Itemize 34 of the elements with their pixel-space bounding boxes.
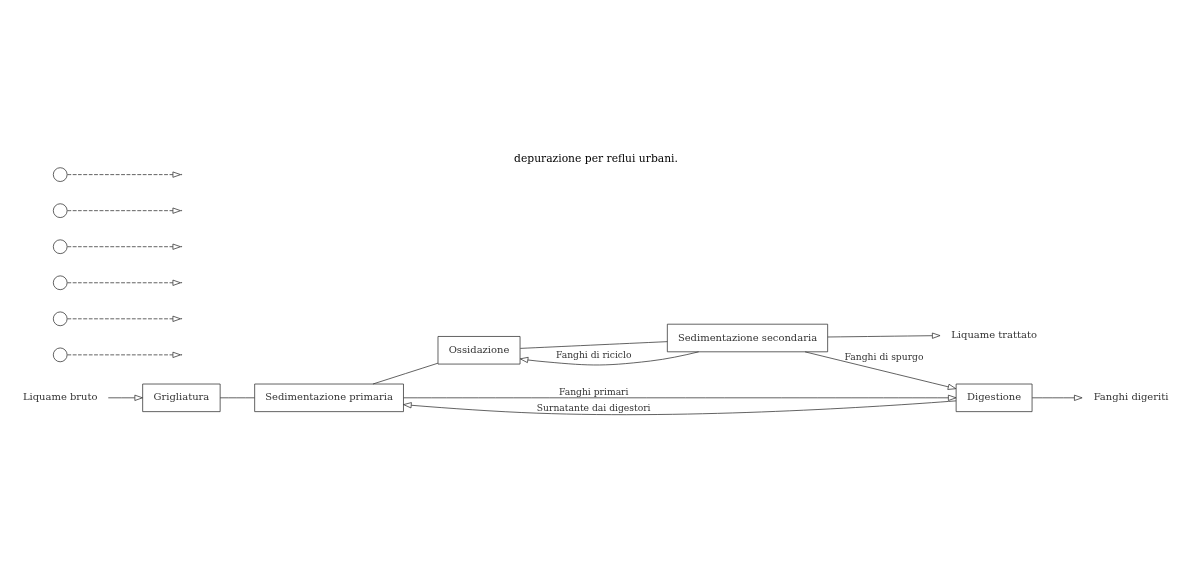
node-text: Liquame trattato (951, 328, 1037, 340)
caption: depurazione per reflui urbani. (514, 151, 678, 165)
arrow (804, 351, 957, 390)
node-text: Fanghi digeriti (1093, 390, 1169, 402)
arrow (519, 350, 700, 365)
node-circle (52, 311, 68, 326)
node-circle (52, 347, 68, 362)
arrow (107, 394, 143, 401)
node-box: Sedimentazione primaria (254, 383, 404, 412)
node-box: Sedimentazione secondaria (666, 323, 829, 352)
arrow (67, 315, 181, 322)
edge-label: Surnatante dai digestori (536, 401, 651, 413)
arrow (67, 279, 181, 286)
arrow (67, 207, 181, 214)
node-circle (52, 238, 68, 254)
node-circle (52, 166, 68, 182)
arrow (67, 243, 181, 250)
edge-label: Fanghi primari (558, 385, 629, 397)
node-circle (52, 274, 68, 290)
edge-label: Fanghi di spurgo (844, 350, 924, 362)
arrow (403, 399, 957, 415)
node-circle (52, 202, 68, 218)
node-text: Liquame bruto (22, 390, 98, 402)
node-box: Grigliatura (142, 383, 221, 412)
arrow (827, 332, 941, 339)
connector (519, 340, 668, 349)
connector (219, 396, 255, 398)
connector (372, 362, 439, 384)
edge-label: Fanghi di riciclo (555, 348, 632, 360)
arrow (1031, 394, 1083, 401)
node-box: Ossidazione (437, 335, 521, 364)
arrow (67, 351, 181, 358)
arrow (403, 394, 957, 401)
node-box: Digestione (955, 383, 1033, 412)
